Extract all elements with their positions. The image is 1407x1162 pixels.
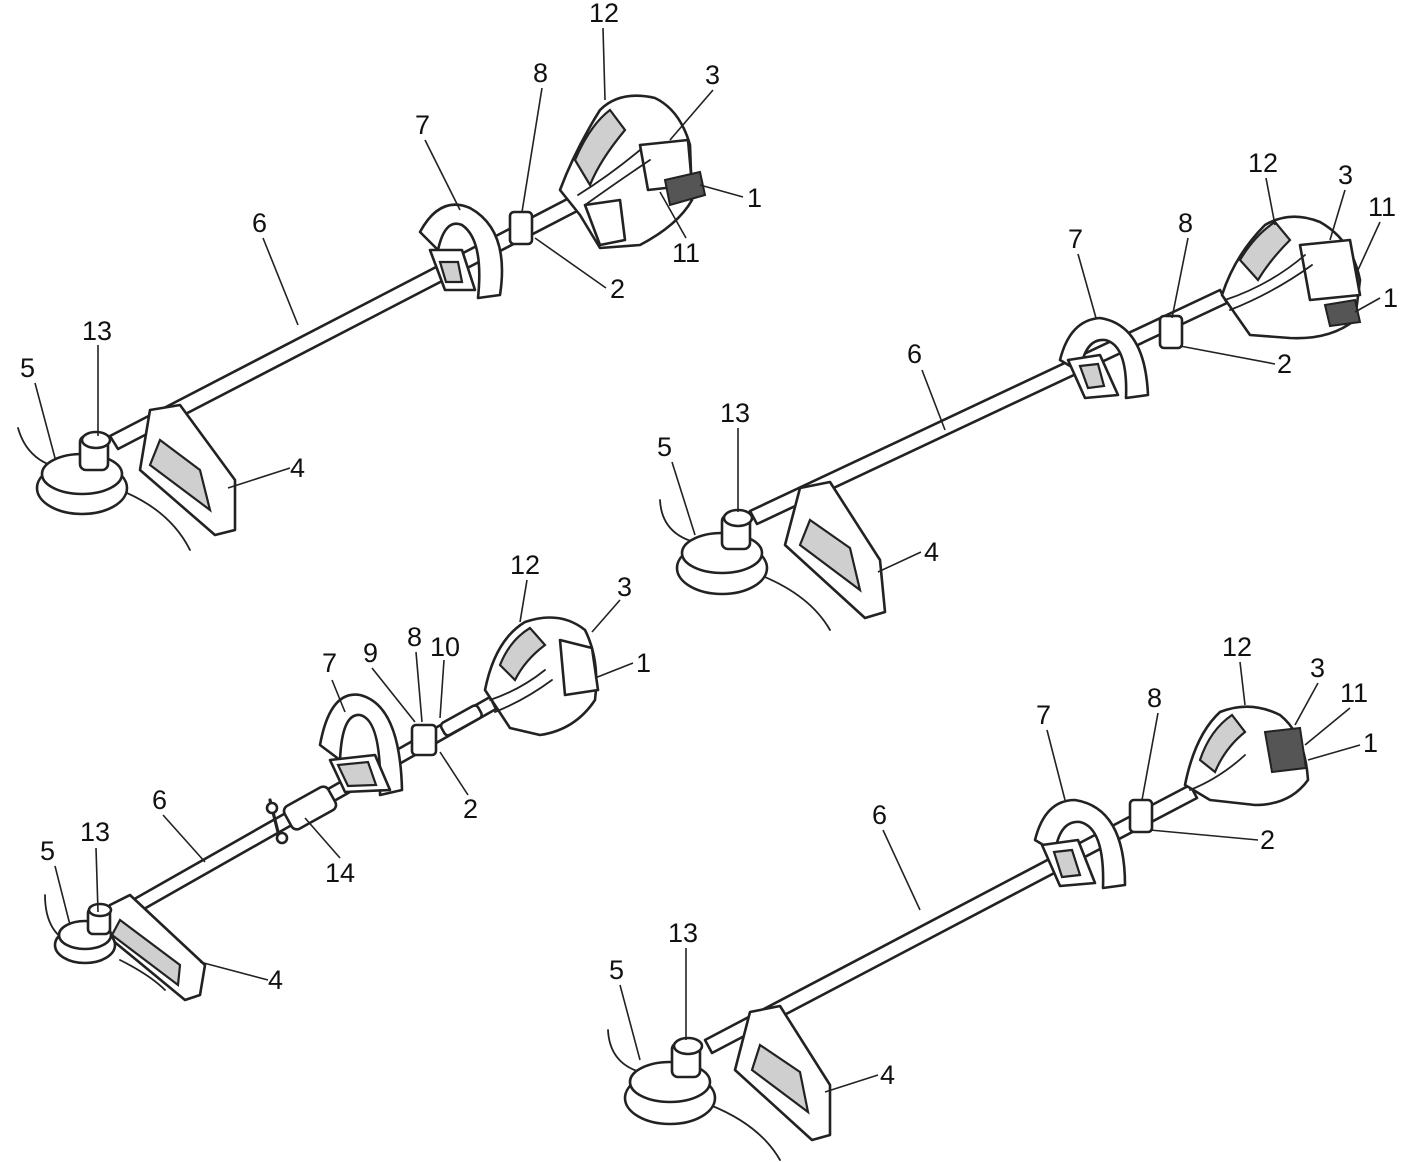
callout-label: 12 <box>1248 148 1278 178</box>
loop-handle <box>318 693 404 797</box>
callout-label: 11 <box>1368 192 1396 222</box>
callouts-top-left: 12 8 3 7 1 6 11 2 13 5 4 <box>20 0 762 483</box>
callout-label: 12 <box>1222 632 1252 662</box>
engine-housing <box>1183 705 1310 807</box>
callout-label: 4 <box>290 453 305 483</box>
callout-label: 6 <box>252 208 267 238</box>
callout-label: 8 <box>533 58 548 88</box>
loop-handle <box>1058 316 1150 400</box>
callout-label: 13 <box>80 817 110 847</box>
callout-label: 6 <box>907 339 922 369</box>
trimmer-unit-bottom-right <box>607 705 1310 1161</box>
callout-label: 3 <box>617 572 632 602</box>
trimmer-unit-bottom-left <box>44 616 600 1002</box>
callout-label: 13 <box>668 918 698 948</box>
callout-label: 4 <box>880 1060 895 1090</box>
callout-label: 7 <box>1036 700 1051 730</box>
callout-label: 3 <box>1338 160 1353 190</box>
callout-label: 2 <box>463 794 478 824</box>
callout-label: 5 <box>40 836 55 866</box>
engine-housing <box>558 94 707 250</box>
callout-label: 3 <box>1310 653 1325 683</box>
callout-label: 5 <box>20 353 35 383</box>
callout-label: 7 <box>322 648 337 678</box>
callout-label: 2 <box>610 274 625 304</box>
callout-label: 13 <box>720 398 750 428</box>
callout-label: 10 <box>430 632 460 662</box>
callout-label: 8 <box>1147 683 1162 713</box>
callout-label: 8 <box>1178 208 1193 238</box>
callout-label: 12 <box>589 0 619 28</box>
callouts-top-right: 12 3 11 8 7 1 6 2 13 5 4 <box>657 148 1398 567</box>
engine-housing <box>1220 215 1362 340</box>
throttle-lever <box>439 704 483 737</box>
callouts-bottom-left: 12 3 8 10 9 7 1 6 2 13 5 14 4 <box>40 550 651 995</box>
callout-label: 2 <box>1260 825 1275 855</box>
callout-label: 12 <box>510 550 540 580</box>
cutting-head <box>35 430 129 516</box>
callouts-bottom-right: 12 3 11 8 7 1 6 2 13 5 4 <box>609 632 1378 1090</box>
cutting-head <box>675 508 769 596</box>
callout-label: 14 <box>325 858 355 888</box>
callout-label: 1 <box>1363 728 1378 758</box>
callout-label: 3 <box>705 60 720 90</box>
callout-label: 4 <box>268 965 283 995</box>
callout-label: 7 <box>415 110 430 140</box>
trimmer-unit-top-left <box>17 94 707 551</box>
shaft-clamp <box>410 723 438 757</box>
shaft-clamp <box>1128 798 1154 834</box>
cutting-head <box>53 902 117 965</box>
callout-label: 6 <box>872 800 887 830</box>
callout-label: 1 <box>747 183 762 213</box>
callout-label: 5 <box>609 955 624 985</box>
engine-housing <box>483 616 600 737</box>
callout-label: 13 <box>82 316 112 346</box>
loop-handle <box>1033 798 1127 890</box>
callout-label: 8 <box>407 622 422 652</box>
callout-label: 2 <box>1277 349 1292 379</box>
callout-label: 4 <box>924 537 939 567</box>
shaft-clamp <box>1158 314 1184 350</box>
callout-label: 1 <box>1383 283 1398 313</box>
callout-label: 6 <box>152 785 167 815</box>
extension-coupler <box>265 785 338 845</box>
cutting-head <box>623 1036 717 1126</box>
callout-label: 9 <box>363 638 378 668</box>
trimmer-unit-top-right <box>659 215 1362 631</box>
callout-label: 1 <box>636 648 651 678</box>
leader-lines <box>34 27 1381 1093</box>
callout-label: 11 <box>1340 678 1368 708</box>
shaft-clamp <box>508 210 534 246</box>
callout-label: 5 <box>657 432 672 462</box>
callout-label: 7 <box>1068 224 1083 254</box>
callout-label: 11 <box>672 238 700 268</box>
